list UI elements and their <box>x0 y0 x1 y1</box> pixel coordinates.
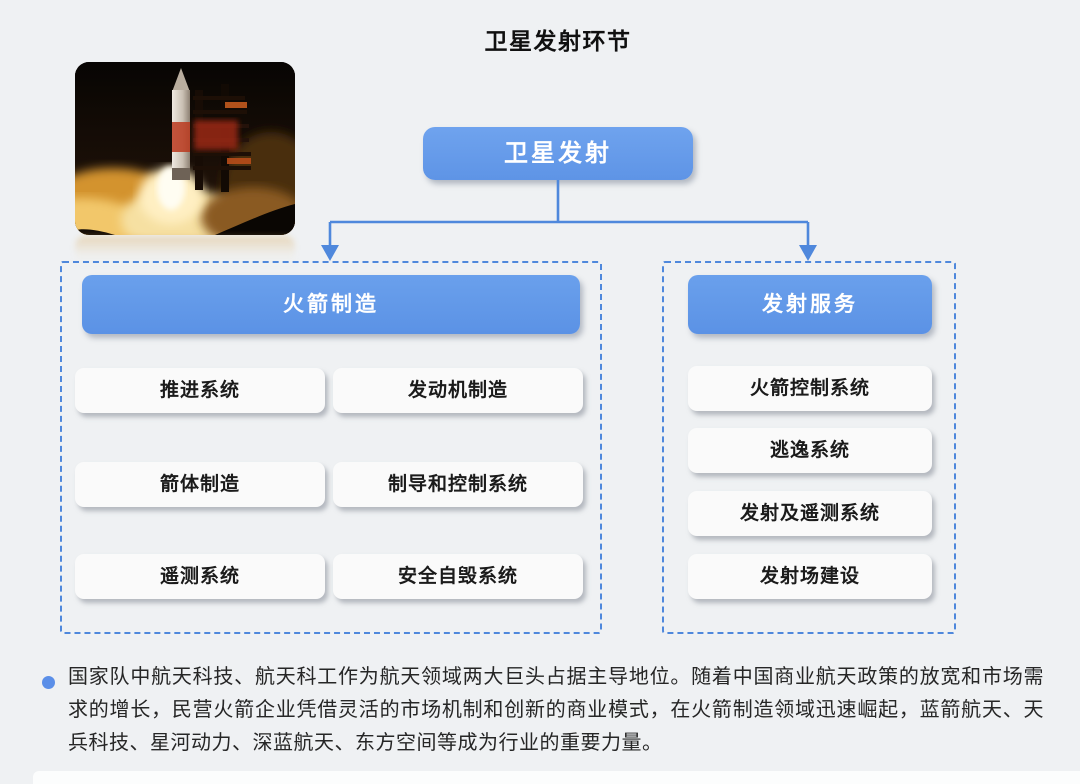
arrow-down-left-icon <box>321 245 339 261</box>
item-rocket-control-system: 火箭控制系统 <box>688 366 932 411</box>
root-node-satellite-launch: 卫星发射 <box>423 127 693 180</box>
rocket-launch-photo <box>75 62 295 235</box>
rocket-launch-scene <box>75 62 295 235</box>
note-text: 国家队中航天科技、航天科工作为航天领域两大巨头占据主导地位。随着中国商业航天政策… <box>68 666 1044 754</box>
bottom-sheet-edge <box>33 771 1080 784</box>
bullet-icon <box>42 676 55 689</box>
group-header-launch-services: 发射服务 <box>688 275 932 334</box>
item-engine-manufacturing: 发动机制造 <box>333 368 583 413</box>
group-header-rocket-manufacturing: 火箭制造 <box>82 275 580 334</box>
arrow-down-right-icon <box>799 245 817 261</box>
item-escape-system: 逃逸系统 <box>688 428 932 473</box>
item-rocket-body-manufacturing: 箭体制造 <box>75 462 325 507</box>
item-self-destruct-system: 安全自毁系统 <box>333 554 583 599</box>
item-launch-site-construction: 发射场建设 <box>688 554 932 599</box>
item-telemetry-system: 遥测系统 <box>75 554 325 599</box>
item-propulsion-system: 推进系统 <box>75 368 325 413</box>
page-title: 卫星发射环节 <box>484 28 632 54</box>
item-launch-telemetry-system: 发射及遥测系统 <box>688 491 932 536</box>
item-guidance-control-system: 制导和控制系统 <box>333 462 583 507</box>
group-launch-services: 发射服务 火箭控制系统 逃逸系统 发射及遥测系统 发射场建设 <box>662 261 956 634</box>
group-rocket-manufacturing: 火箭制造 推进系统 发动机制造 箭体制造 制导和控制系统 遥测系统 安全自毁系统 <box>60 261 602 634</box>
